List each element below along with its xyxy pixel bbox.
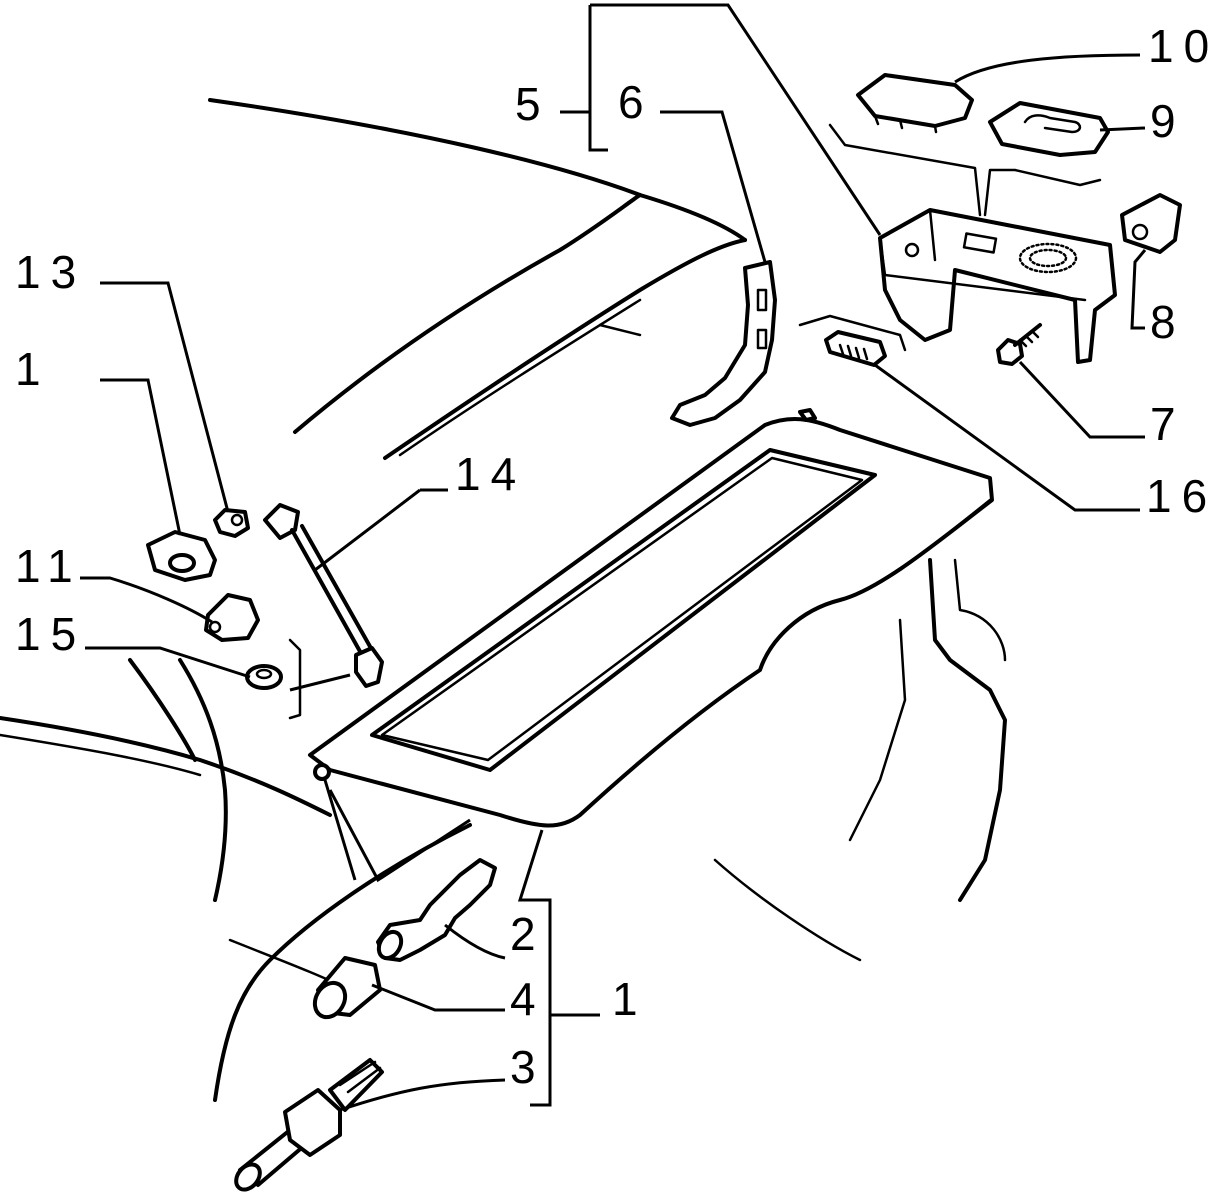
callout-7: 7 [1150,398,1186,450]
side-bracket-part-6 [670,260,777,427]
hinge-bracket-part-1 [146,530,217,582]
cap-part-9 [988,101,1110,157]
washer-part-15 [245,664,283,690]
callout-4: 4 [510,973,546,1025]
callout-15: 15 [15,608,86,660]
callout-13: 13 [15,246,86,298]
speaker-grille [1018,242,1078,274]
callout-2: 2 [510,908,546,960]
callout-11: 11 [15,540,83,592]
car-body-outline [0,98,1007,1102]
callout-16: 16 [1146,470,1214,522]
knob-part-3 [234,1058,384,1192]
pin-part-2 [376,858,497,962]
callout-1-bottom: 1 [612,973,648,1025]
clip-part-8 [1120,193,1182,254]
callout-8: 8 [1150,296,1186,348]
leader-lines [80,3,1147,1112]
grille-insert-part-16 [798,314,907,367]
sleeve-part-4 [312,956,382,1020]
callout-3: 3 [510,1041,546,1093]
strap-part-14 [263,503,384,720]
callout-6: 6 [618,76,654,128]
callout-10: 10 [1148,20,1214,72]
screw-part-7 [996,323,1042,366]
callout-9: 9 [1150,95,1186,147]
clip-part-13 [213,508,250,538]
cap-part-10 [856,73,974,134]
callout-14: 14 [455,448,526,500]
callout-1-left: 1 [15,343,51,395]
callout-5: 5 [515,78,551,130]
bracket-part-5 [828,123,1117,364]
hinge-part-11 [204,593,260,642]
parcel-shelf [308,408,994,828]
callout-labels: 10 9 5 6 13 1 8 7 14 16 11 15 2 4 1 3 [15,20,1214,1093]
